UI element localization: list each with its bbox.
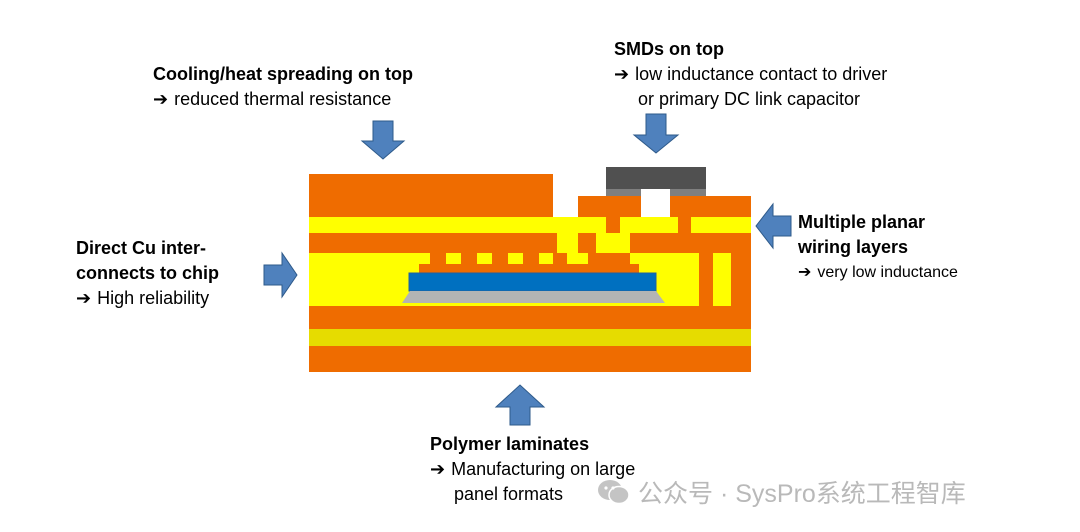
- via-1: [606, 217, 620, 233]
- bottom-copper-layer: [309, 306, 751, 329]
- chip-substrate: [402, 291, 665, 303]
- inner-copper-right-b: [630, 233, 751, 253]
- arrow-down-cooling-icon: [360, 120, 406, 160]
- top-copper-heatspreader: [309, 174, 553, 217]
- top-copper-pad-right: [670, 196, 751, 217]
- arrow-bullet-icon: ➔: [614, 64, 630, 84]
- smd-component-body: [606, 167, 706, 189]
- smds-detail-2: or primary DC link capacitor: [638, 89, 861, 109]
- microvia-4: [523, 253, 539, 264]
- microvia-6: [588, 253, 630, 264]
- smds-title: SMDs on top: [614, 39, 724, 59]
- top-copper-pad-left: [578, 196, 641, 217]
- arrow-bullet-icon: ➔: [76, 288, 92, 308]
- arrow-left-wiring-icon: [755, 202, 792, 250]
- direct-cu-detail: High reliability: [97, 288, 210, 308]
- microvia-1: [430, 253, 446, 264]
- arrow-bullet-icon: ➔: [798, 264, 812, 281]
- cooling-title: Cooling/heat spreading on top: [153, 64, 413, 84]
- cooling-label: Cooling/heat spreading on top ➔reduced t…: [153, 62, 413, 112]
- direct-cu-title-2: connects to chip: [76, 263, 220, 283]
- watermark-text: 公众号 · SysPro系统工程智库: [638, 480, 966, 508]
- direct-cu-title-1: Direct Cu inter-: [76, 238, 207, 258]
- smds-label: SMDs on top ➔low inductance contact to d…: [614, 37, 887, 112]
- arrow-bullet-icon: ➔: [153, 89, 169, 109]
- microvia-5: [553, 253, 567, 264]
- smd-terminal-right: [670, 189, 706, 196]
- chip-interconnect-copper: [419, 264, 639, 273]
- power-chip: [408, 272, 657, 292]
- arrow-up-polymer-icon: [494, 384, 546, 426]
- smds-detail-1: low inductance contact to driver: [635, 64, 888, 84]
- planar-title-1: Multiple planar: [798, 212, 926, 232]
- direct-cu-label: Direct Cu inter- connects to chip ➔High …: [76, 236, 219, 311]
- cooling-detail: reduced thermal resistance: [174, 89, 392, 109]
- inner-copper-right-a: [578, 233, 596, 253]
- via-column-right-2: [731, 253, 751, 306]
- inner-copper-layer: [309, 233, 557, 253]
- wechat-logo-icon: [598, 480, 630, 505]
- polymer-label: Polymer laminates ➔Manufacturing on larg…: [430, 432, 635, 507]
- planar-label: Multiple planar wiring layers ➔ very low …: [798, 210, 958, 285]
- microvia-2: [461, 253, 477, 264]
- arrow-down-smd-icon: [632, 113, 680, 154]
- polymer-title: Polymer laminates: [430, 434, 590, 454]
- watermark: 公众号 · SysPro系统工程智库: [596, 474, 966, 510]
- microvia-3: [492, 253, 508, 264]
- via-column-right: [699, 253, 713, 306]
- arrow-bullet-icon: ➔: [430, 459, 446, 479]
- bottom-copper-base: [309, 346, 751, 372]
- smd-terminal-left: [606, 189, 641, 196]
- arrow-right-chip-icon: [263, 251, 298, 299]
- via-2: [678, 217, 691, 233]
- planar-detail: very low inductance: [817, 264, 958, 281]
- polymer-detail-2: panel formats: [454, 484, 564, 504]
- bottom-laminate-layer: [309, 329, 751, 346]
- polymer-detail-1: Manufacturing on large: [451, 459, 636, 479]
- planar-title-2: wiring layers: [798, 237, 909, 257]
